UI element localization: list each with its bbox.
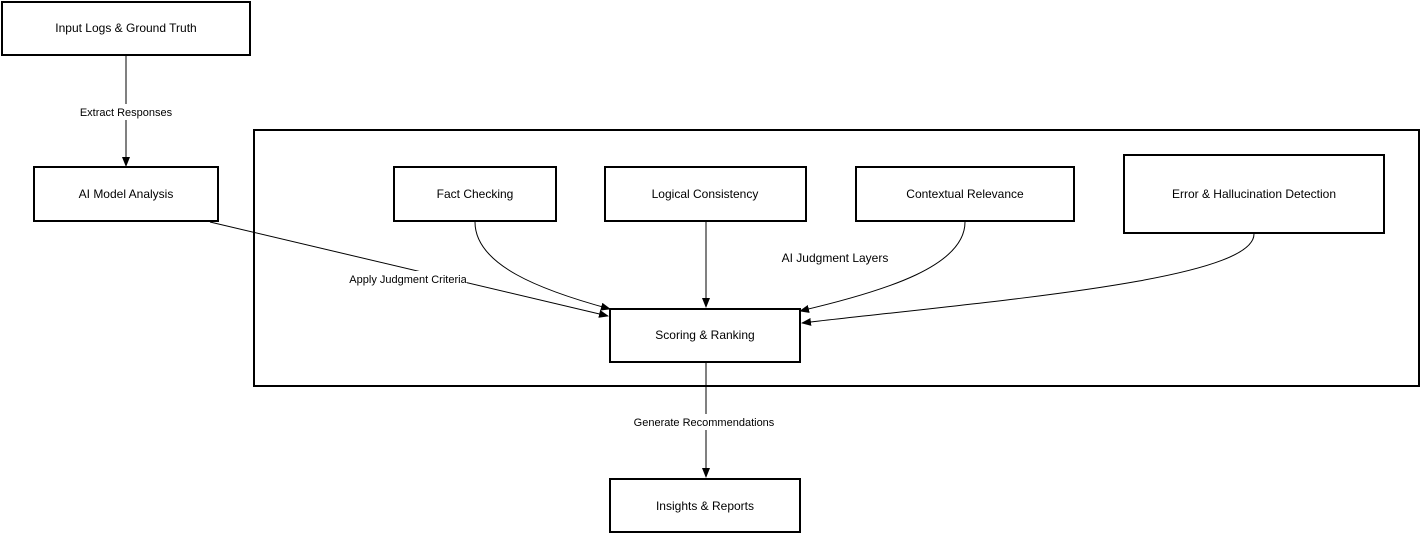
edge-label-apply-judgment-criteria: Apply Judgment Criteria: [349, 274, 467, 286]
edge-label-extract-responses: Extract Responses: [80, 107, 173, 119]
node-error-hallucination-detection: Error & Hallucination Detection: [1123, 154, 1385, 234]
ai-judgment-layers-label: AI Judgment Layers: [782, 251, 889, 265]
edges: [122, 56, 1255, 478]
svg-text:Logical Consistency: Logical Consistency: [652, 187, 759, 201]
svg-text:Fact Checking: Fact Checking: [437, 187, 514, 201]
edge-label-generate-recommendations: Generate Recommendations: [634, 417, 775, 429]
svg-text:Contextual Relevance: Contextual Relevance: [906, 187, 1024, 201]
node-scoring-ranking: Scoring & Ranking: [609, 308, 801, 363]
edge-context-to-scoring: [799, 221, 966, 313]
node-logical-consistency: Logical Consistency: [604, 166, 807, 222]
edge-analysis-to-scoring: [209, 221, 609, 318]
edge-labels: Extract Responses Apply Judgment Criteri…: [78, 104, 775, 430]
ai-judgment-layers-group: [253, 129, 1420, 387]
edge-fact-to-scoring: [474, 221, 611, 311]
svg-text:Input Logs & Ground Truth: Input Logs & Ground Truth: [55, 21, 196, 35]
node-ai-model-analysis: AI Model Analysis: [33, 166, 219, 222]
node-fact-checking: Fact Checking: [393, 166, 557, 222]
svg-text:Error & Hallucination Detectio: Error & Hallucination Detection: [1172, 187, 1336, 201]
svg-text:Scoring & Ranking: Scoring & Ranking: [655, 328, 754, 342]
svg-text:Insights & Reports: Insights & Reports: [656, 499, 754, 513]
svg-text:AI Model Analysis: AI Model Analysis: [79, 187, 174, 201]
node-insights-reports: Insights & Reports: [609, 478, 801, 533]
node-input-logs: Input Logs & Ground Truth: [1, 1, 251, 56]
edge-error-to-scoring: [801, 233, 1255, 326]
node-contextual-relevance: Contextual Relevance: [855, 166, 1075, 222]
